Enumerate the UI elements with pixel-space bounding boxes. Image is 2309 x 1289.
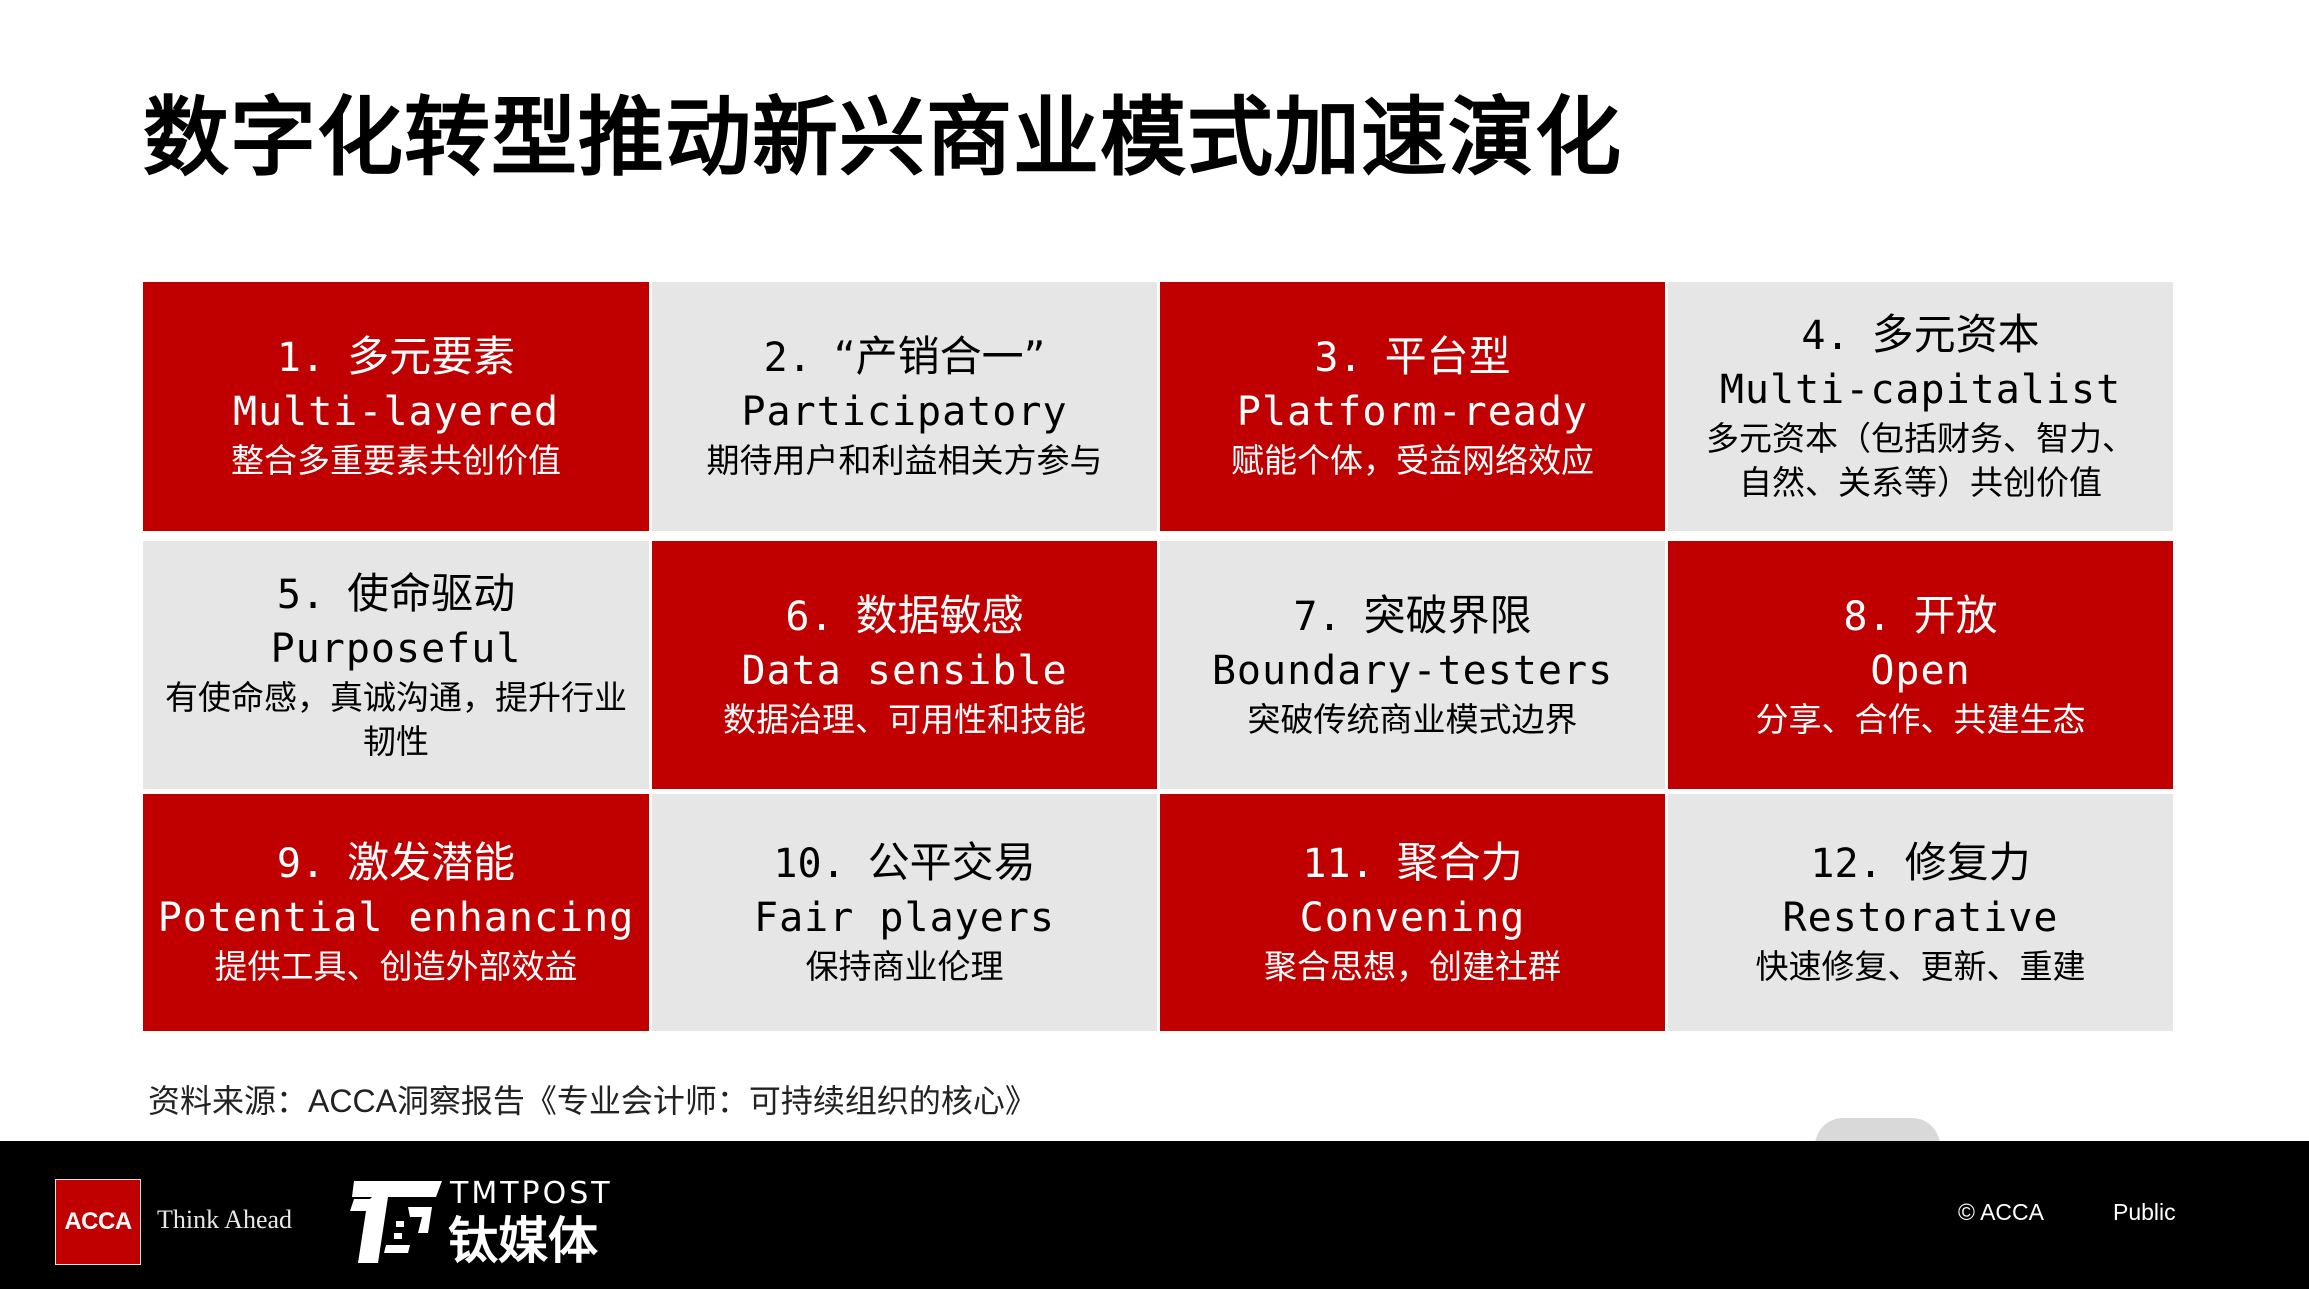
cell-number: 7. (1293, 593, 1342, 640)
cell-english-label: Boundary-testers (1211, 647, 1614, 694)
cell-heading: 9. 激发潜能 (277, 836, 515, 891)
tmtpost-logo-icon (350, 1181, 442, 1263)
cell-english-label: Restorative (1782, 895, 2059, 941)
cell-english-label: Convening (1299, 895, 1526, 941)
cell-number: 11. (1302, 841, 1375, 887)
cell-description: 数据治理、可用性和技能 (723, 699, 1086, 739)
cell-english-label: Platform-ready (1236, 389, 1589, 435)
cell-english-label: Data sensible (741, 647, 1068, 694)
source-citation: 资料来源：ACCA洞察报告《专业会计师：可持续组织的核心》 (148, 1076, 1037, 1122)
cell-english-label: Participatory (741, 389, 1068, 435)
cell-description: 分享、合作、共建生态 (1755, 699, 2086, 739)
cell-title: 公平交易 (867, 838, 1036, 887)
cell-title: 突破界限 (1363, 590, 1532, 640)
cell-description: 整合多重要素共创价值 (231, 441, 561, 480)
grid-cell-2: 2. “产销合一” Participatory 期待用户和利益相关方参与 (652, 282, 1157, 531)
cell-description: 有使命感，真诚沟通，提升行业韧性 (165, 677, 627, 761)
grid-cell-11: 11. 聚合力 Convening 聚合思想，创建社群 (1160, 794, 1665, 1031)
cell-description: 提供工具、创造外部效益 (214, 947, 578, 986)
source-report-title: 洞察报告《专业会计师：可持续组织的核心》 (396, 1082, 1037, 1120)
cell-heading: 5. 使命驱动 (277, 567, 515, 622)
grid-cell-10: 10. 公平交易 Fair players 保持商业伦理 (652, 794, 1157, 1031)
slide-title: 数字化转型推动新兴商业模式加速演化 (143, 88, 1622, 188)
copyright-text: © ACCA (1958, 1199, 2044, 1225)
cell-heading: 4. 多元资本 (1801, 308, 2039, 363)
grid-cell-1: 1. 多元要素 Multi-layered 整合多重要素共创价值 (143, 282, 649, 531)
cell-heading: 12. 修复力 (1810, 836, 2030, 891)
cell-heading: 3. 平台型 (1314, 330, 1510, 385)
acca-logo: ACCA (55, 1179, 141, 1265)
source-prefix: 资料来源： (148, 1082, 309, 1120)
grid-cell-3: 3. 平台型 Platform-ready 赋能个体，受益网络效应 (1160, 282, 1665, 531)
cell-heading: 8. 开放 (1843, 589, 1997, 644)
cell-title: 聚合力 (1396, 838, 1523, 887)
cell-english-label: Multi-layered (232, 389, 560, 435)
cell-english-label: Multi-capitalist (1719, 367, 2122, 413)
cell-number: 2. (763, 335, 812, 381)
cell-title: 激发潜能 (347, 838, 516, 887)
cell-number: 1. (276, 335, 326, 381)
footer-bar: ACCA Think Ahead TMTPOST 钛媒体 © ACCA Publ… (0, 1141, 2309, 1289)
cell-number: 6. (785, 593, 834, 640)
cell-heading: 2. “产销合一” (764, 330, 1046, 385)
business-model-grid: 1. 多元要素 Multi-layered 整合多重要素共创价值 2. “产销合一”… (143, 282, 2173, 1031)
cell-description: 快速修复、更新、重建 (1755, 947, 2086, 986)
cell-description: 突破传统商业模式边界 (1247, 699, 1578, 739)
grid-cell-6: 6. 数据敏感 Data sensible 数据治理、可用性和技能 (652, 541, 1157, 789)
cell-english-label: Potential enhancing (157, 895, 635, 941)
cell-description: 保持商业伦理 (805, 947, 1004, 986)
tmtpost-wordmark: TMTPOST (450, 1176, 613, 1211)
cell-number: 8. (1843, 593, 1892, 640)
cell-number: 5. (276, 571, 326, 618)
cell-title: 修复力 (1904, 838, 2031, 887)
cell-title: 使命驱动 (347, 568, 516, 618)
cell-heading: 10. 公平交易 (773, 836, 1035, 891)
grid-cell-8: 8. 开放 Open 分享、合作、共建生态 (1668, 541, 2173, 789)
cell-description: 多元资本（包括财务、智力、自然、关系等）共创价值 (1706, 419, 2135, 502)
cell-heading: 1. 多元要素 (277, 330, 515, 385)
cell-description: 赋能个体，受益网络效应 (1231, 441, 1594, 480)
grid-cell-4: 4. 多元资本 Multi-capitalist 多元资本（包括财务、智力、自然、… (1668, 282, 2173, 531)
cell-english-label: Open (1870, 647, 1971, 694)
cell-description: 期待用户和利益相关方参与 (706, 441, 1103, 480)
cell-number: 9. (276, 841, 326, 887)
cell-title: 数据敏感 (855, 590, 1024, 640)
cell-heading: 11. 聚合力 (1302, 836, 1522, 891)
source-org: ACCA (308, 1083, 397, 1119)
cell-description: 聚合思想，创建社群 (1264, 947, 1561, 986)
grid-cell-5: 5. 使命驱动 Purposeful 有使命感，真诚沟通，提升行业韧性 (143, 541, 649, 789)
cell-title: “产销合一” (833, 332, 1046, 381)
grid-cell-7: 7. 突破界限 Boundary-testers 突破传统商业模式边界 (1160, 541, 1665, 789)
cell-english-label: Fair players (754, 895, 1055, 941)
acca-tagline: Think Ahead (157, 1205, 293, 1234)
cell-title: 多元资本 (1871, 310, 2040, 359)
cell-number: 4. (1801, 313, 1850, 359)
cell-number: 10. (773, 841, 846, 887)
cell-title: 平台型 (1384, 332, 1511, 381)
grid-cell-9: 9. 激发潜能 Potential enhancing 提供工具、创造外部效益 (143, 794, 649, 1031)
cell-title: 开放 (1913, 590, 1998, 640)
cell-heading: 6. 数据敏感 (785, 589, 1023, 644)
grid-cell-12: 12. 修复力 Restorative 快速修复、更新、重建 (1668, 794, 2173, 1031)
acca-logo-text: ACCA (64, 1208, 132, 1235)
cell-title: 多元要素 (347, 332, 516, 381)
tmtpost-chinese-wordmark: 钛媒体 (448, 1212, 598, 1270)
cell-number: 12. (1810, 841, 1883, 887)
classification-label: Public (2113, 1199, 2176, 1225)
cell-english-label: Purposeful (270, 625, 522, 672)
cell-heading: 7. 突破界限 (1293, 589, 1531, 644)
cell-number: 3. (1314, 335, 1363, 381)
